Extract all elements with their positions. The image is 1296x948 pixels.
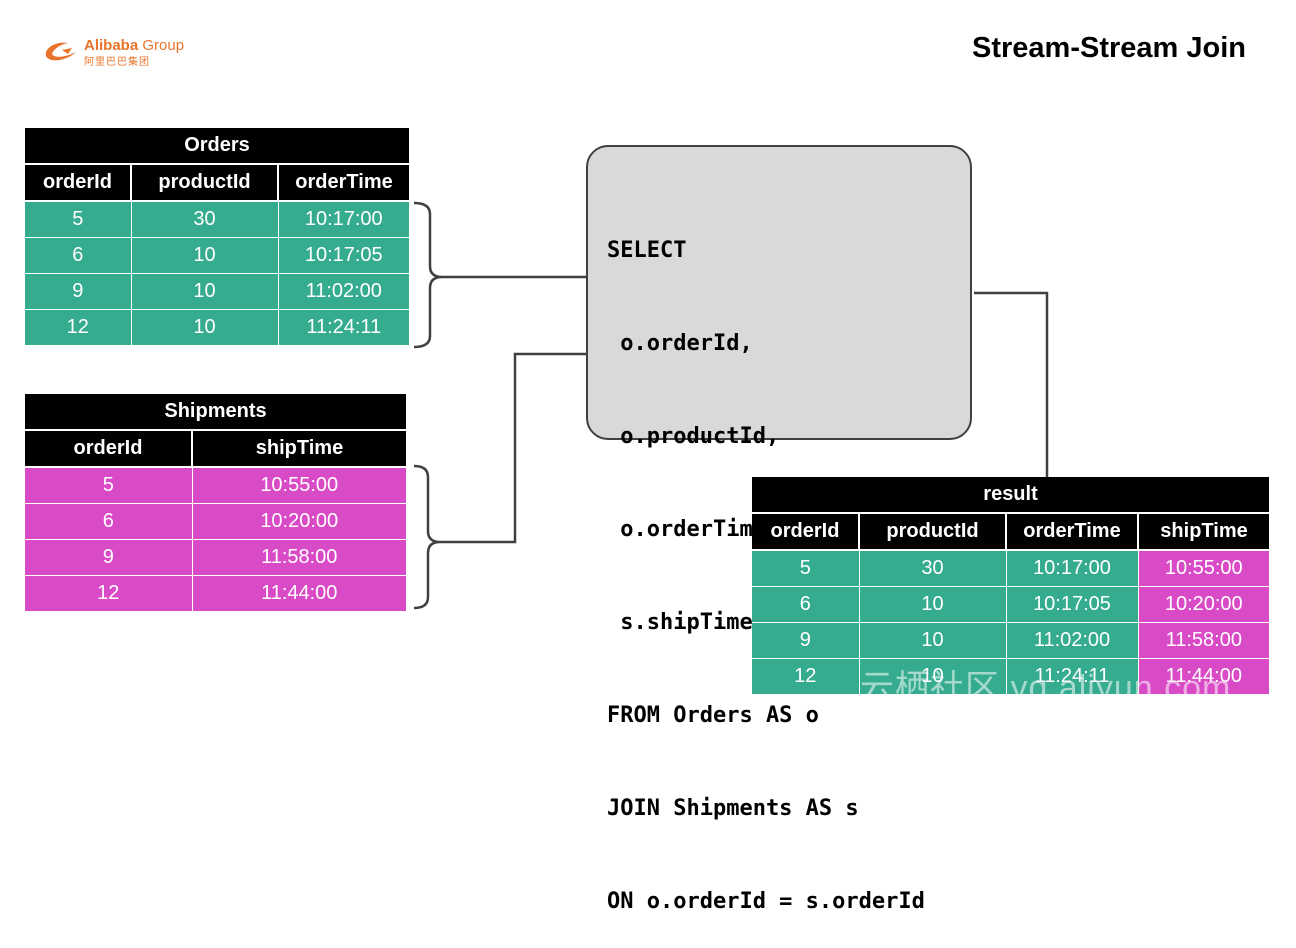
shipments-cell: 11:44:00 <box>192 575 406 612</box>
watermark: 云栖社区 yq.aliyun.com <box>860 669 1232 707</box>
table-row: 6 10 10:17:05 <box>25 237 410 274</box>
shipments-cell: 10:55:00 <box>192 467 406 504</box>
sql-line: s.shipTime <box>607 610 753 635</box>
connector-lines <box>413 201 1049 610</box>
shipments-header-orderid: orderId <box>25 430 193 468</box>
orders-cell: 10:17:00 <box>278 201 410 238</box>
orders-caption: Orders <box>25 128 410 165</box>
sql-line: SELECT <box>607 238 687 263</box>
result-cell: 10:17:05 <box>1006 586 1139 623</box>
shipments-table: Shipments orderId shipTime 5 10:55:00 6 … <box>25 394 406 612</box>
result-cell: 9 <box>752 622 860 659</box>
result-cell: 11:02:00 <box>1006 622 1139 659</box>
result-cell: 10 <box>859 658 1007 695</box>
orders-header-ordertime: orderTime <box>278 164 410 202</box>
result-header-orderid: orderId <box>752 513 860 551</box>
logo-chinese-name: 阿里巴巴集团 <box>84 57 150 68</box>
result-cell: 5 <box>752 550 860 587</box>
orders-header-productid: productId <box>131 164 279 202</box>
table-row: 5 30 10:17:00 <box>25 201 410 238</box>
orders-cell: 6 <box>25 237 132 274</box>
orders-cell: 30 <box>131 201 279 238</box>
table-row: 9 10 11:02:00 <box>25 273 410 310</box>
result-cell: 11:58:00 <box>1138 622 1270 659</box>
table-row: 12 10 11:24:11 <box>25 309 410 346</box>
result-cell: 12 <box>752 658 860 695</box>
orders-cell: 10 <box>131 273 279 310</box>
orders-cell: 11:24:11 <box>278 309 410 346</box>
table-row: 12 11:44:00 <box>25 575 406 612</box>
result-connector <box>974 291 1049 478</box>
result-cell: 30 <box>859 550 1007 587</box>
orders-cell: 10 <box>131 309 279 346</box>
orders-cell: 10 <box>131 237 279 274</box>
shipments-cell: 12 <box>25 575 193 612</box>
sql-query-box: SELECT o.orderId, o.productId, o.orderTi… <box>586 145 972 914</box>
logo-wordmark: Alibaba Group <box>84 37 185 54</box>
result-header-ordertime: orderTime <box>1006 513 1139 551</box>
result-cell: 10 <box>859 622 1007 659</box>
result-cell: 10:55:00 <box>1138 550 1270 587</box>
result-header-productid: productId <box>859 513 1007 551</box>
table-row: 5 10:55:00 <box>25 467 406 504</box>
shipments-cell: 11:58:00 <box>192 539 406 576</box>
shipments-connector <box>440 352 586 544</box>
table-row: 6 10:20:00 <box>25 503 406 540</box>
shipments-cell: 6 <box>25 503 193 540</box>
orders-brace <box>413 201 443 349</box>
result-header-shiptime: shipTime <box>1138 513 1270 551</box>
result-caption: result <box>752 477 1270 514</box>
alibaba-logo-icon <box>45 42 76 61</box>
orders-cell: 9 <box>25 273 132 310</box>
result-cell: 6 <box>752 586 860 623</box>
sql-line: o.productId, <box>607 424 780 449</box>
orders-cell: 5 <box>25 201 132 238</box>
sql-line: o.orderId, <box>607 331 753 356</box>
shipments-brace <box>413 464 441 610</box>
table-row: 6 10 10:17:05 10:20:00 <box>752 586 1270 623</box>
result-cell: 10:20:00 <box>1138 586 1270 623</box>
shipments-caption: Shipments <box>25 394 406 431</box>
shipments-cell: 5 <box>25 467 193 504</box>
result-table: result orderId productId orderTime shipT… <box>752 477 1270 695</box>
orders-cell: 11:02:00 <box>278 273 410 310</box>
sql-line: FROM Orders AS o <box>607 703 819 728</box>
page-title: Stream-Stream Join <box>972 32 1246 64</box>
shipments-cell: 9 <box>25 539 193 576</box>
table-row: 9 10 11:02:00 11:58:00 <box>752 622 1270 659</box>
orders-cell: 10:17:05 <box>278 237 410 274</box>
sql-line: JOIN Shipments AS s <box>607 796 859 821</box>
orders-cell: 12 <box>25 309 132 346</box>
shipments-header-shiptime: shipTime <box>192 430 406 468</box>
result-cell: 10:17:00 <box>1006 550 1139 587</box>
shipments-cell: 10:20:00 <box>192 503 406 540</box>
result-cell: 11:44:00 <box>1138 658 1270 695</box>
orders-header-orderid: orderId <box>25 164 132 202</box>
table-row: 5 30 10:17:00 10:55:00 <box>752 550 1270 587</box>
result-cell: 10 <box>859 586 1007 623</box>
orders-table: Orders orderId productId orderTime 5 30 … <box>25 128 410 346</box>
result-cell: 11:24:11 <box>1006 658 1139 695</box>
table-row: 12 10 11:24:11 11:44:00 <box>752 658 1270 695</box>
table-row: 9 11:58:00 <box>25 539 406 576</box>
sql-line: ON o.orderId = s.orderId <box>607 889 925 914</box>
